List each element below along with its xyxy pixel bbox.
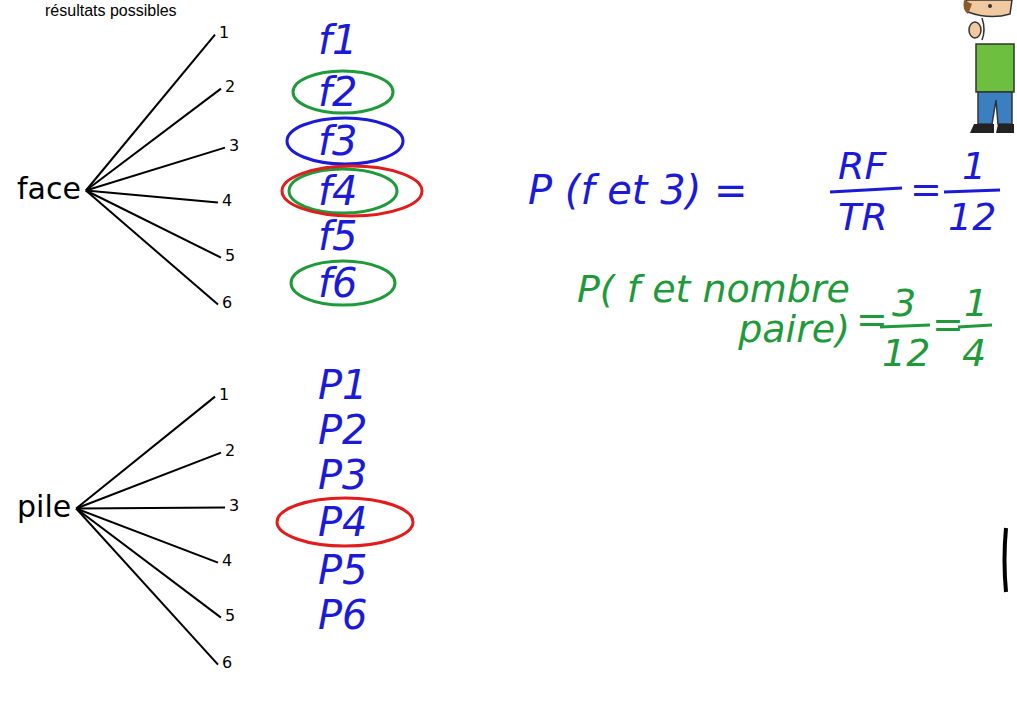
outcome-number: 4 bbox=[219, 550, 235, 571]
tree-heading: résultats possibles bbox=[45, 3, 177, 19]
outcome: P5 bbox=[318, 550, 368, 590]
pen-mark bbox=[1005, 528, 1007, 592]
outcome-number: 5 bbox=[222, 605, 238, 626]
outcome-number: 5 bbox=[222, 245, 238, 266]
fraction-denominator: TR bbox=[838, 198, 888, 236]
outcome-number: 4 bbox=[219, 190, 235, 211]
equals-sign: = bbox=[910, 170, 942, 208]
green-circle bbox=[291, 261, 395, 305]
tree-branch bbox=[86, 148, 225, 191]
fraction-numerator: 1 bbox=[964, 284, 988, 322]
fraction-denominator: 12 bbox=[948, 198, 996, 236]
tree-branch bbox=[76, 509, 218, 665]
tree-branch bbox=[76, 509, 218, 563]
outcome: P2 bbox=[318, 410, 368, 450]
outcome-number: 3 bbox=[226, 135, 242, 156]
outcome: f4 bbox=[318, 171, 358, 211]
node-text: pile bbox=[17, 489, 71, 524]
outcome-number: 2 bbox=[222, 440, 238, 461]
fraction-bar bbox=[944, 190, 1000, 192]
node-text: 6 bbox=[222, 653, 232, 672]
node-text: 4 bbox=[222, 551, 232, 570]
outcome: f3 bbox=[318, 121, 358, 161]
green-circle bbox=[289, 169, 397, 213]
fraction-numerator: 1 bbox=[962, 147, 986, 185]
outcome: f1 bbox=[318, 20, 358, 60]
node-text: 1 bbox=[219, 23, 229, 42]
tree-branch bbox=[76, 453, 221, 509]
outcome-number: 6 bbox=[219, 652, 235, 673]
tree-branch bbox=[76, 397, 215, 509]
probability-formula: P( f et nombre paire) bbox=[520, 270, 850, 350]
boy-illustration bbox=[964, 0, 1015, 133]
outcome-number: 2 bbox=[222, 76, 238, 97]
tree-branch bbox=[76, 507, 225, 510]
red-circle bbox=[277, 498, 413, 546]
green-circle bbox=[293, 71, 393, 113]
outcome-number: 1 bbox=[216, 384, 232, 405]
node-text: 6 bbox=[222, 293, 232, 312]
node-text: 5 bbox=[225, 246, 235, 265]
node-text: 4 bbox=[222, 191, 232, 210]
outcome: P6 bbox=[318, 595, 368, 635]
fraction-numerator: 3 bbox=[892, 284, 916, 322]
node-text: face bbox=[17, 171, 81, 206]
tree-branch bbox=[86, 35, 215, 191]
node-text: 1 bbox=[219, 385, 229, 404]
blue-circle bbox=[287, 118, 403, 164]
node-text: 3 bbox=[229, 496, 239, 515]
node-text: 5 bbox=[225, 606, 235, 625]
node-text: 2 bbox=[225, 441, 235, 460]
red-circle bbox=[282, 166, 422, 216]
equals-sign: = bbox=[856, 300, 888, 338]
probability-formula: P (f et 3) = bbox=[528, 170, 748, 210]
fraction-bar bbox=[830, 188, 902, 192]
branch-root: face bbox=[14, 170, 84, 207]
branch-root: pile bbox=[14, 488, 74, 525]
tree-branch bbox=[86, 191, 218, 305]
outcome: P4 bbox=[318, 502, 368, 542]
outcome-number: 6 bbox=[219, 292, 235, 313]
node-text: 2 bbox=[225, 77, 235, 96]
fraction-denominator: 4 bbox=[962, 334, 986, 372]
fraction-numerator: RF bbox=[838, 147, 886, 185]
equals-sign: = bbox=[932, 305, 964, 343]
fraction-denominator: 12 bbox=[882, 334, 930, 372]
tree-branch bbox=[76, 509, 221, 618]
outcome: f5 bbox=[318, 216, 358, 256]
outcome: P3 bbox=[318, 455, 368, 495]
outcome-number: 1 bbox=[216, 22, 232, 43]
tree-branch bbox=[86, 89, 221, 191]
outcome-number: 3 bbox=[226, 495, 242, 516]
node-text: 3 bbox=[229, 136, 239, 155]
outcome: f2 bbox=[318, 72, 358, 112]
outcome: P1 bbox=[318, 365, 368, 405]
outcome: f6 bbox=[318, 263, 358, 303]
